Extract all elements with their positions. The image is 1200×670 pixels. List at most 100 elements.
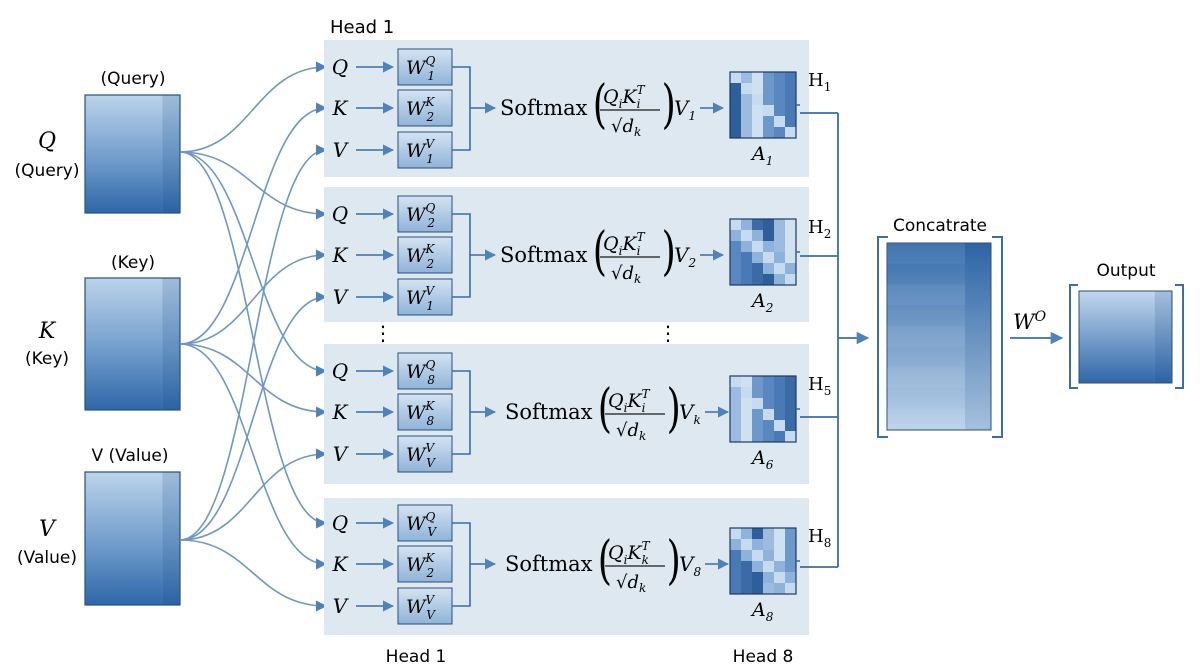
- weight-box: [397, 435, 453, 473]
- wo-group: WO: [1010, 309, 1064, 345]
- key-matrix-shade: [85, 278, 180, 410]
- attention-cell: [752, 94, 763, 105]
- attention-cell: [741, 376, 752, 387]
- attention-cell: [730, 274, 741, 285]
- attention-cell: [774, 94, 785, 105]
- attention-cell: [763, 409, 774, 420]
- attention-cell: [752, 252, 763, 263]
- attention-cell: [741, 252, 752, 263]
- attention-cell: [763, 263, 774, 274]
- attention-cell: [763, 72, 774, 83]
- attention-cell: [730, 116, 741, 127]
- attention-cell: [785, 116, 796, 127]
- attention-cell: [730, 263, 741, 274]
- query-matrix-shade: [85, 95, 180, 213]
- paren-left: (: [593, 220, 607, 281]
- attention-cell: [752, 376, 763, 387]
- formula-v: Vk: [679, 400, 701, 427]
- attention-cell: [730, 230, 741, 241]
- fanout-curve: [179, 61, 328, 153]
- head-row-letter: Q: [332, 511, 348, 535]
- attention-cell: [785, 94, 796, 105]
- concat-label: Concatrate: [893, 216, 987, 236]
- attention-cell: [763, 561, 774, 572]
- concat-band: [887, 387, 965, 409]
- attention-cell: [752, 105, 763, 116]
- weight-box: [397, 131, 453, 169]
- attention-cell: [741, 420, 752, 431]
- head-row-letter: Q: [332, 359, 348, 383]
- fanout-curve: [179, 151, 328, 529]
- head-output-label: H2: [808, 217, 831, 241]
- attention-cell: [741, 572, 752, 583]
- attention-cell: [741, 539, 752, 550]
- attention-cell: [763, 241, 774, 252]
- attention-cell: [785, 252, 796, 263]
- attention-cell: [752, 409, 763, 420]
- attention-cell: [741, 583, 752, 594]
- attention-cell: [741, 230, 752, 241]
- output-label: Output: [1096, 261, 1155, 281]
- attention-cell: [730, 431, 741, 442]
- query-top-label: (Query): [101, 69, 166, 89]
- fanout-curve: [179, 144, 328, 541]
- concat-bracket-right: [992, 236, 1003, 438]
- attention-cell: [763, 83, 774, 94]
- concat-bracket-left: [877, 236, 888, 438]
- attention-cell: [763, 420, 774, 431]
- attention-cell: [785, 83, 796, 94]
- fanout-curve: [179, 249, 328, 345]
- attention-label: A6: [750, 447, 774, 472]
- weight-box: [397, 278, 453, 316]
- attention-cell: [774, 219, 785, 230]
- attention-matrix: [729, 71, 797, 139]
- attention-cell: [785, 127, 796, 138]
- attention-cell: [752, 539, 763, 550]
- attention-cell: [730, 219, 741, 230]
- attention-cell: [774, 83, 785, 94]
- output-bracket-left: [1069, 284, 1078, 389]
- attention-cell: [785, 528, 796, 539]
- head-row-letter: K: [332, 243, 349, 267]
- attention-cell: [774, 550, 785, 561]
- attention-cell: [785, 72, 796, 83]
- attention-cell: [752, 241, 763, 252]
- attention-cell: [730, 420, 741, 431]
- concat-band: [887, 243, 965, 264]
- attention-cell: [774, 230, 785, 241]
- ellipsis-right: ⋮: [658, 321, 678, 345]
- fanout-curve: [179, 343, 328, 418]
- input-fanout-curves: [179, 61, 328, 612]
- weight-box: [397, 504, 453, 542]
- attention-cell: [774, 274, 785, 285]
- attention-cell: [730, 583, 741, 594]
- footer-head-8: Head 8: [733, 647, 794, 667]
- attention-matrix: [729, 375, 797, 443]
- head-1-title: Head 1: [330, 17, 394, 38]
- weight-box: [397, 48, 453, 86]
- paren-right: ): [667, 377, 681, 438]
- attention-cell: [730, 241, 741, 252]
- attention-cell: [774, 263, 785, 274]
- attention-cell: [741, 409, 752, 420]
- attention-cell: [763, 230, 774, 241]
- fanout-curve: [179, 291, 328, 541]
- attention-label: A2: [750, 290, 773, 315]
- attention-cell: [730, 539, 741, 550]
- attention-label: A8: [750, 599, 774, 624]
- weight-box: [397, 545, 453, 583]
- attention-matrix: [729, 527, 797, 595]
- formula-v: V2: [674, 243, 696, 270]
- attention-label: A1: [750, 143, 773, 168]
- fanout-curve: [179, 151, 328, 377]
- attention-cell: [774, 387, 785, 398]
- head-row-letter: V: [333, 594, 350, 618]
- weight-box: [397, 587, 453, 625]
